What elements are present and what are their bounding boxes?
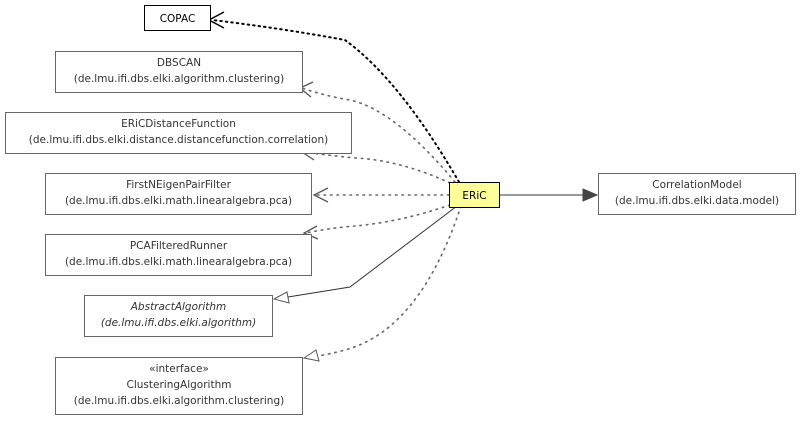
edge-eric-abstract bbox=[272, 205, 458, 304]
class-correlation-model-name: CorrelationModel bbox=[652, 179, 741, 191]
class-pca-filtered-runner-name: PCAFilteredRunner bbox=[130, 240, 228, 252]
class-eric-distance-function[interactable]: ERiCDistanceFunction (de.lmu.ifi.dbs.elk… bbox=[5, 112, 352, 154]
class-pca-filtered-runner-package: (de.lmu.ifi.dbs.elki.math.linearalgebra.… bbox=[65, 256, 292, 268]
class-eric-name: ERiC bbox=[462, 190, 486, 202]
class-eric-distance-function-name: ERiCDistanceFunction bbox=[121, 118, 236, 130]
class-copac[interactable]: COPAC bbox=[144, 5, 211, 31]
class-abstract-algorithm-name: AbstractAlgorithm bbox=[130, 301, 227, 313]
edge-eric-clustering bbox=[302, 205, 462, 362]
class-correlation-model-package: (de.lmu.ifi.dbs.elki.data.model) bbox=[615, 195, 779, 207]
class-dbscan-package: (de.lmu.ifi.dbs.elki.algorithm.clusterin… bbox=[74, 73, 284, 85]
class-first-n-eigen-pair-filter-package: (de.lmu.ifi.dbs.elki.math.linearalgebra.… bbox=[65, 195, 292, 207]
interface-clustering-algorithm-package: (de.lmu.ifi.dbs.elki.algorithm.clusterin… bbox=[74, 395, 284, 407]
interface-clustering-algorithm-name: ClusteringAlgorithm bbox=[127, 379, 232, 391]
edge-eric-correlation bbox=[500, 188, 599, 202]
class-eric-distance-function-package: (de.lmu.ifi.dbs.elki.distance.distancefu… bbox=[29, 134, 328, 146]
edge-eric-pcafiltered bbox=[302, 204, 451, 240]
interface-clustering-algorithm[interactable]: «interface» ClusteringAlgorithm (de.lmu.… bbox=[55, 357, 303, 415]
class-eric[interactable]: ERiC bbox=[449, 182, 500, 208]
class-abstract-algorithm-package: (de.lmu.ifi.dbs.elki.algorithm) bbox=[101, 317, 256, 329]
edge-eric-firstn bbox=[312, 187, 450, 203]
class-first-n-eigen-pair-filter-name: FirstNEigenPairFilter bbox=[126, 179, 231, 191]
class-dbscan-name: DBSCAN bbox=[157, 57, 201, 69]
class-correlation-model[interactable]: CorrelationModel (de.lmu.ifi.dbs.elki.da… bbox=[598, 173, 796, 215]
class-pca-filtered-runner[interactable]: PCAFilteredRunner (de.lmu.ifi.dbs.elki.m… bbox=[45, 234, 312, 276]
class-abstract-algorithm[interactable]: AbstractAlgorithm (de.lmu.ifi.dbs.elki.a… bbox=[84, 295, 273, 337]
class-dbscan[interactable]: DBSCAN (de.lmu.ifi.dbs.elki.algorithm.cl… bbox=[55, 51, 303, 93]
class-first-n-eigen-pair-filter[interactable]: FirstNEigenPairFilter (de.lmu.ifi.dbs.el… bbox=[45, 173, 312, 215]
class-copac-name: COPAC bbox=[160, 13, 196, 25]
interface-clustering-algorithm-stereotype: «interface» bbox=[149, 363, 209, 375]
